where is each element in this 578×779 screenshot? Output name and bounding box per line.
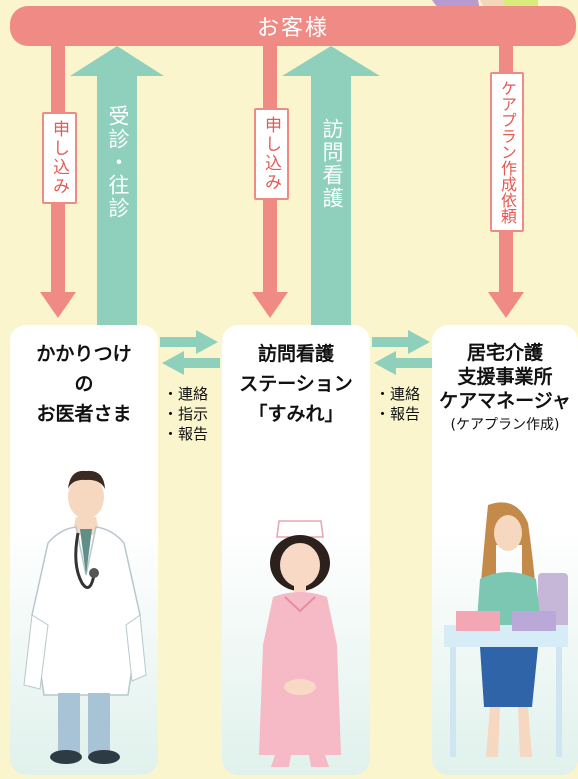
- nursing-label: 訪問看護: [320, 118, 344, 210]
- doctor-illustration: [23, 470, 147, 764]
- care-manager-title: 居宅介護 支援事業所 ケアマネージャ (ケアプラン作成): [439, 342, 571, 433]
- arrow-to-station-right: [374, 351, 432, 375]
- nurse-illustration: [259, 520, 341, 767]
- visit-arrow-up: [70, 46, 164, 325]
- station-title: 訪問看護 ステーション 「すみれ」: [239, 343, 353, 425]
- exchange-notes-left: ・連絡 ・指示 ・報告: [163, 385, 209, 443]
- doctor-title: かかりつけ の お医者さま: [36, 343, 132, 425]
- customer-banner: お客様: [10, 6, 576, 46]
- arrow-to-station: [160, 330, 218, 354]
- customer-banner-label: お客様: [256, 16, 329, 41]
- arrow-to-care-manager: [372, 330, 430, 354]
- care-manager-illustration: [444, 502, 568, 757]
- arrow-to-doctor: [162, 351, 220, 375]
- exchange-notes-right: ・連絡 ・報告: [375, 385, 421, 423]
- apply-label-middle: 申し込み: [254, 108, 289, 200]
- nursing-arrow-up: [282, 46, 380, 325]
- care-plan-label: ケアプラン作成依頼: [490, 72, 524, 232]
- apply-label-left: 申し込み: [42, 112, 77, 204]
- visit-label: 受診・往診: [106, 105, 130, 220]
